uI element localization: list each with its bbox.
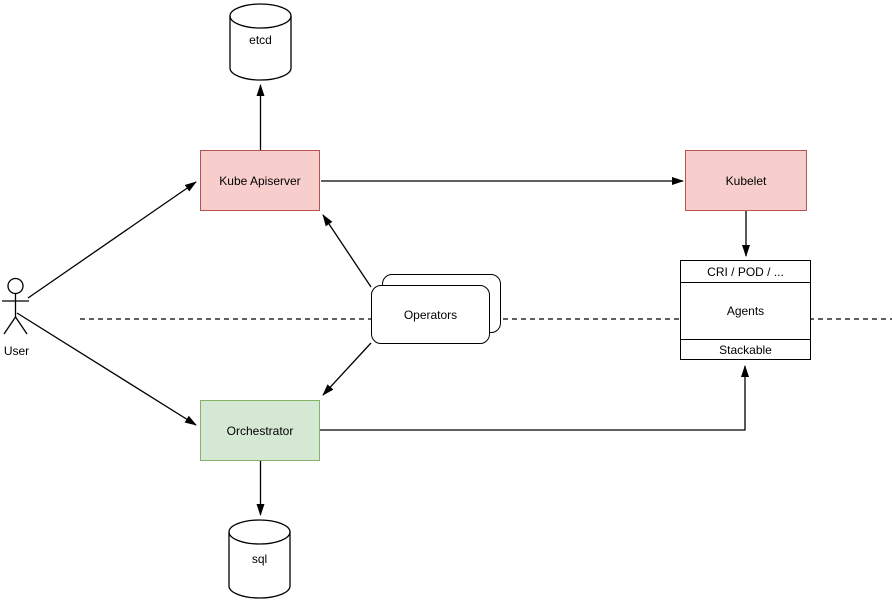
user-label: User — [3, 344, 30, 358]
edge-orchestrator-to-stackable — [320, 365, 749, 431]
agents-footer-label: Stackable — [719, 342, 772, 357]
agents-header-label: CRI / POD / ... — [707, 264, 784, 279]
sql-label: sql — [251, 552, 268, 566]
user-actor-shape[interactable] — [2, 277, 29, 335]
agents-body-section[interactable]: Agents — [681, 283, 810, 339]
node-kubelet[interactable]: Kubelet — [685, 150, 807, 211]
agents-body-label: Agents — [726, 304, 765, 318]
agents-header-section[interactable]: CRI / POD / ... — [681, 261, 810, 283]
orchestrator-label: Orchestrator — [226, 423, 294, 438]
kube-apiserver-label: Kube Apiserver — [219, 173, 301, 188]
kubelet-label: Kubelet — [725, 173, 767, 188]
node-kube-apiserver[interactable]: Kube Apiserver — [200, 150, 320, 211]
edge-operators-to-apiserver — [322, 214, 372, 288]
node-orchestrator[interactable]: Orchestrator — [200, 400, 320, 461]
agents-footer-section[interactable]: Stackable — [681, 339, 810, 359]
node-agents[interactable]: CRI / POD / ... Agents Stackable — [680, 260, 811, 360]
edge-user-to-apiserver — [27, 181, 197, 299]
edge-user-to-orchestrator — [16, 312, 197, 426]
etcd-label: etcd — [249, 33, 272, 47]
sql-cylinder-shape[interactable] — [228, 519, 291, 599]
operators-label: Operators — [403, 307, 458, 322]
node-operators[interactable]: Operators — [371, 285, 490, 344]
edge-operators-to-orchestrator — [322, 342, 372, 396]
etcd-cylinder-shape[interactable] — [229, 3, 292, 81]
